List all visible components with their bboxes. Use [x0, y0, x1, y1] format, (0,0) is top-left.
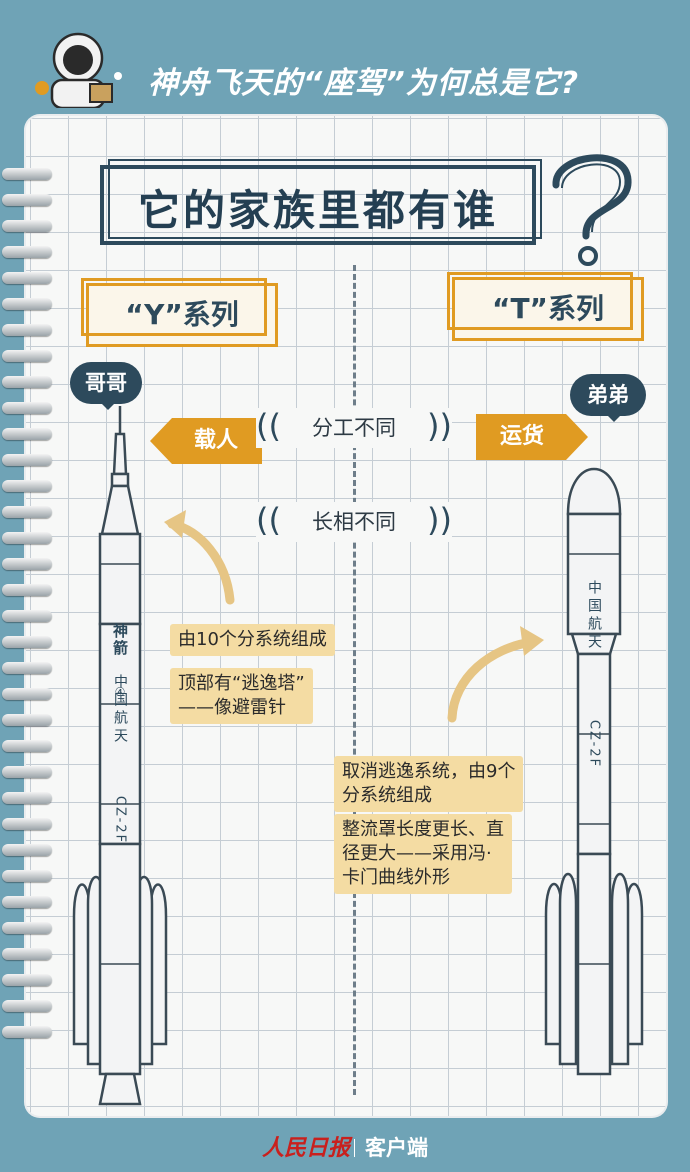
- younger-brother-bubble: 弟弟: [570, 374, 646, 422]
- footer: 人民日报客户端: [0, 1130, 690, 1162]
- bracket-right-icon: )): [427, 407, 452, 445]
- binder-ring: [2, 766, 52, 778]
- binder-ring: [2, 428, 52, 440]
- compare-division: (( 分工不同 )): [256, 408, 452, 448]
- note-right-fairing: 整流罩长度更长、直 径更大——采用冯· 卡门曲线外形: [334, 814, 512, 894]
- note-right-line-3: 整流罩长度更长、直: [342, 819, 504, 840]
- binder-ring: [2, 246, 52, 258]
- binder-ring: [2, 948, 52, 960]
- footer-separator: [354, 1139, 355, 1157]
- binder-ring: [2, 870, 52, 882]
- binder-ring: [2, 1000, 52, 1012]
- compare-division-text: 分工不同: [312, 416, 396, 440]
- binder-ring: [2, 168, 52, 180]
- note-right-line-4: 径更大——采用冯·: [342, 843, 492, 864]
- compare-appearance-text: 长相不同: [312, 510, 396, 534]
- binder-ring: [2, 792, 52, 804]
- binder-ring: [2, 844, 52, 856]
- binder-ring: [2, 636, 52, 648]
- note-left-escape-tower: 顶部有“逃逸塔” ——像避雷针: [170, 668, 313, 724]
- binder-ring: [2, 480, 52, 492]
- note-left-subsystems: 由10个分系统组成: [170, 624, 335, 656]
- elder-brother-bubble: 哥哥: [70, 362, 142, 410]
- binder-ring: [2, 220, 52, 232]
- binder-ring: [2, 298, 52, 310]
- compare-appearance: (( 长相不同 )): [256, 502, 452, 542]
- binder-ring: [2, 922, 52, 934]
- binder-ring: [2, 454, 52, 466]
- note-right-subsystems: 取消逃逸系统，由9个 分系统组成: [334, 756, 524, 812]
- binder-ring: [2, 402, 52, 414]
- note-right-line-1: 取消逃逸系统，由9个: [342, 761, 516, 782]
- binder-ring: [2, 818, 52, 830]
- binder-ring: [2, 1026, 52, 1038]
- binder-ring: [2, 350, 52, 362]
- binder-rings: [0, 168, 60, 1068]
- brand-logo: 人民日报: [261, 1136, 350, 1161]
- y-series-text: “Y”系列: [125, 298, 239, 331]
- note-right-line-5: 卡门曲线外形: [342, 867, 450, 888]
- left-curved-arrow-icon: [164, 510, 235, 605]
- cargo-tag: 运货: [476, 414, 588, 460]
- heading-box: 它的家族里都有谁: [100, 159, 542, 245]
- page-title: 它的家族里都有谁: [137, 186, 498, 235]
- header-title: 神舟飞天的“座驾”为何总是它?: [148, 66, 580, 101]
- y-rocket-code: CZ-2F: [113, 796, 128, 844]
- astronaut-icon: [35, 32, 122, 108]
- t-rocket-code: CZ-2F: [587, 720, 602, 768]
- y-series-rocket: 神箭 ④ 中国航天 CZ-2F: [72, 406, 168, 1106]
- manned-tag: 载人: [150, 418, 262, 464]
- t-series-text: “T”系列: [492, 292, 604, 325]
- client-label: 客户端: [365, 1136, 428, 1160]
- y-rocket-vertical-text-2: 中国航天: [112, 674, 128, 746]
- bracket-left-icon: ((: [256, 407, 281, 445]
- right-curved-arrow-icon: [447, 626, 544, 723]
- binder-ring: [2, 324, 52, 336]
- binder-ring: [2, 558, 52, 570]
- binder-ring: [2, 610, 52, 622]
- binder-ring: [2, 584, 52, 596]
- binder-ring: [2, 974, 52, 986]
- heading-frame-back: [108, 159, 542, 239]
- binder-ring: [2, 688, 52, 700]
- y-series-label: “Y”系列: [81, 278, 278, 347]
- header: 神舟飞天的“座驾”为何总是它?: [0, 0, 690, 110]
- note-left-line-1: 顶部有“逃逸塔”: [178, 673, 305, 694]
- heading-frame: [100, 165, 536, 245]
- question-mark-icon: [552, 154, 632, 266]
- binder-ring: [2, 272, 52, 284]
- t-series-rocket: 中国航天 CZ-2F: [544, 467, 644, 1076]
- binder-ring: [2, 714, 52, 726]
- note-right-line-2: 分系统组成: [342, 785, 432, 806]
- bracket-right-icon: )): [427, 501, 452, 539]
- t-series-label: “T”系列: [447, 272, 644, 341]
- note-left-line-2: ——像避雷针: [178, 697, 286, 718]
- binder-ring: [2, 194, 52, 206]
- binder-ring: [2, 506, 52, 518]
- bracket-left-icon: ((: [256, 501, 281, 539]
- y-rocket-mark: ④: [115, 685, 126, 699]
- binder-ring: [2, 740, 52, 752]
- binder-ring: [2, 532, 52, 544]
- center-divider: [353, 265, 356, 1095]
- binder-ring: [2, 376, 52, 388]
- binder-ring: [2, 896, 52, 908]
- y-rocket-vertical-text: 神箭: [111, 622, 129, 657]
- binder-ring: [2, 662, 52, 674]
- t-rocket-vertical-text: 中国航天: [586, 580, 602, 652]
